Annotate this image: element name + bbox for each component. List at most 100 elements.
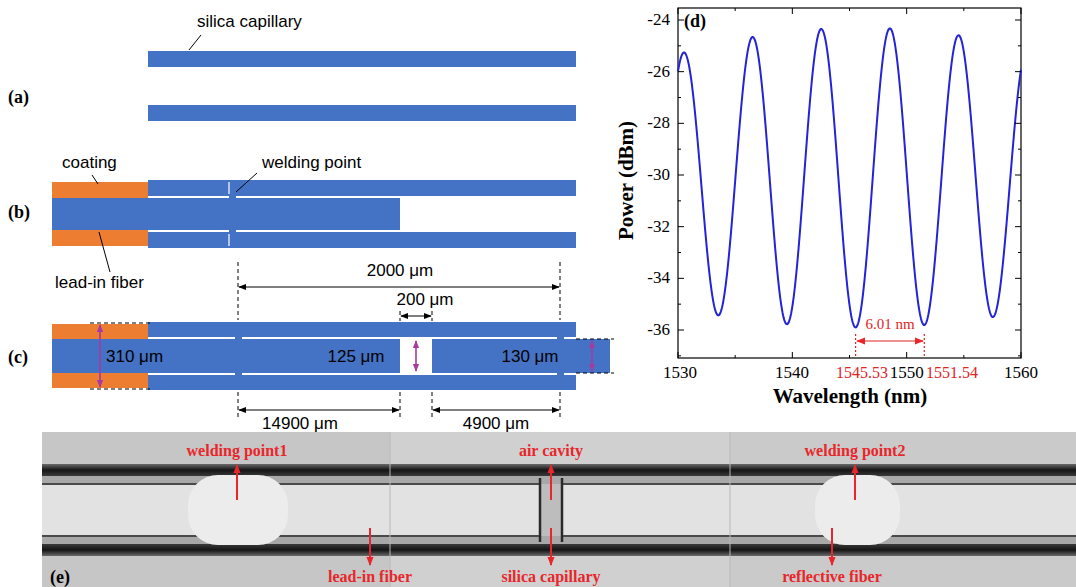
assembly-c — [235, 372, 242, 376]
marked-value: 1545.53 — [836, 364, 888, 382]
dimension-lines — [90, 389, 150, 390]
axis-ticks — [678, 352, 679, 358]
axis-ticks — [1018, 252, 1021, 253]
fsr-marker — [924, 334, 925, 358]
microscope-photo — [562, 535, 1076, 537]
photo-arrows — [236, 465, 238, 500]
axis-ticks — [678, 226, 684, 227]
axis-ticks — [735, 8, 736, 11]
spectrum-plot — [678, 8, 1021, 358]
axis-ticks — [1018, 304, 1021, 305]
dimension-lines — [433, 410, 559, 411]
dimension-lines — [560, 392, 561, 418]
microscope-photo — [562, 483, 1076, 485]
capillary-a — [148, 51, 576, 67]
dimension-lines — [415, 341, 417, 371]
part-label: silica capillary — [197, 12, 302, 32]
axis-ticks — [1018, 355, 1021, 356]
microscope-photo — [42, 483, 540, 485]
part-label: coating — [62, 153, 117, 173]
axis-ticks — [1015, 226, 1021, 227]
axis-ticks — [678, 175, 684, 176]
capillary-a — [148, 35, 576, 121]
dimension-lines — [400, 311, 401, 321]
dimension-lines — [560, 262, 561, 320]
photo-label: welding point1 — [187, 442, 288, 460]
dimension-lines — [401, 316, 431, 317]
microscope-photo — [730, 432, 731, 587]
axis-tick: -28 — [647, 113, 670, 133]
assembly-c — [52, 322, 610, 390]
assembly-c — [52, 339, 400, 373]
axis-ticks — [678, 304, 681, 305]
panel-label: (a) — [8, 87, 29, 108]
microscope-photo — [42, 544, 1076, 556]
assembly-c — [557, 372, 564, 376]
capillary-a — [189, 35, 201, 50]
photo-label: reflective fiber — [782, 568, 882, 586]
assembly-c — [432, 339, 610, 373]
axis-tick: 1530 — [663, 363, 697, 383]
axis-ticks — [1018, 45, 1021, 46]
axis-ticks — [678, 355, 681, 356]
dimension-label: 200 μm — [396, 290, 453, 310]
microscope-photo — [42, 464, 1076, 476]
spectrum-curve — [678, 28, 1021, 327]
axis-ticks — [792, 352, 793, 358]
photo-label: welding point2 — [805, 442, 906, 460]
dimension-lines — [400, 392, 401, 418]
dimension-lines — [591, 341, 593, 371]
dimension-lines — [238, 392, 239, 418]
axis-ticks — [906, 8, 907, 14]
photo-arrows — [550, 528, 552, 565]
panel-label: (b) — [8, 202, 30, 223]
panel-label: (e) — [50, 567, 70, 587]
assembly-b — [229, 229, 236, 233]
axis-ticks — [1015, 330, 1021, 331]
axis-ticks — [1021, 352, 1022, 358]
photo-label: silica capillary — [501, 568, 600, 586]
axis-ticks — [1018, 149, 1021, 150]
axis-ticks — [678, 123, 684, 124]
microscope-photo — [815, 475, 900, 545]
axis-ticks — [1018, 97, 1021, 98]
dimension-lines — [238, 262, 239, 320]
dimension-lines — [432, 392, 433, 418]
panel-label: (d) — [684, 11, 706, 32]
axis-tick: -34 — [647, 268, 670, 288]
axis-ticks — [678, 252, 681, 253]
axis-ticks — [678, 8, 1021, 358]
axis-ticks — [1015, 123, 1021, 124]
axis-tick: -24 — [647, 10, 670, 30]
microscope-photo — [539, 478, 542, 542]
axis-ticks — [678, 8, 679, 14]
fsr-marker — [856, 334, 925, 358]
axis-ticks — [849, 8, 850, 11]
assembly-b — [228, 182, 229, 194]
microscope-photo — [561, 478, 564, 542]
axis-ticks — [678, 149, 681, 150]
spectrum-plot — [678, 8, 1021, 358]
dimension-lines — [99, 325, 101, 387]
assembly-c — [235, 336, 242, 340]
axis-ticks — [678, 97, 681, 98]
axis-tick: -36 — [647, 320, 670, 340]
axis-ticks — [678, 278, 684, 279]
axis-ticks — [1021, 8, 1022, 14]
axis-ticks — [849, 355, 850, 358]
fsr-label: 6.01 nm — [863, 316, 916, 333]
axis-ticks — [735, 355, 736, 358]
assembly-b — [52, 173, 576, 272]
axis-tick: 1550 — [890, 363, 924, 383]
axis-ticks — [792, 8, 793, 14]
dimension-lines — [90, 262, 614, 418]
microscope-photo — [390, 432, 391, 587]
dimension-label: 14900 μm — [262, 414, 338, 434]
assembly-b — [229, 195, 236, 199]
dimension-label: 130 μm — [501, 347, 558, 367]
fsr-marker — [855, 334, 856, 358]
axis-ticks — [678, 71, 684, 72]
dimension-lines — [100, 325, 592, 387]
